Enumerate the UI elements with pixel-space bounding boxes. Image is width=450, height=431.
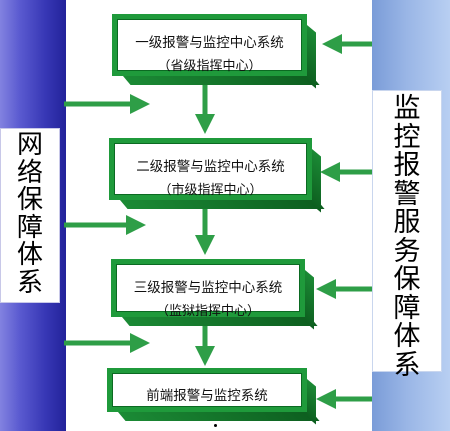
label-char: 务 (393, 235, 421, 267)
dot-mark (214, 424, 217, 427)
monitoring-alarm-service-label: 监 控 报 警 服 务 保 障 体 系 (372, 93, 442, 381)
label-char: 网 (16, 130, 43, 160)
label-char: 控 (393, 121, 421, 153)
label-char: 络 (16, 157, 43, 188)
front-end-title: 前端报警与监控系统 (146, 388, 268, 404)
level-3-title: 三级报警与监控中心系统 (133, 280, 283, 296)
level-1-title: 一级报警与监控中心系统 (135, 35, 284, 51)
level-3-subtitle: （监狱指挥中心） (155, 304, 260, 319)
front-end-box: 前端报警与监控系统 (107, 368, 307, 412)
level-2-box: 二级报警与监控中心系统 （市级指挥中心） (109, 138, 312, 200)
label-char: 警 (393, 178, 421, 210)
label-char: 障 (393, 292, 421, 324)
label-char: 保 (393, 264, 421, 295)
label-char: 体 (16, 240, 43, 270)
left-label-panel (0, 128, 60, 303)
label-char: 监 (393, 93, 421, 124)
label-char: 报 (393, 150, 421, 181)
network-security-system-label: 网 络 保 障 体 系 (0, 130, 60, 298)
label-char: 保 (16, 185, 43, 215)
label-char: 体 (393, 321, 421, 352)
label-char: 系 (393, 349, 421, 381)
level-1-subtitle: （省级指挥中心） (157, 59, 262, 74)
label-char: 障 (16, 212, 43, 243)
level-2-title: 二级报警与监控中心系统 (136, 159, 285, 175)
label-char: 服 (393, 207, 421, 238)
level-1-box: 一级报警与监控中心系统 （省级指挥中心） (112, 14, 307, 76)
label-char: 系 (16, 267, 43, 298)
level-2-subtitle: （市级指挥中心） (158, 183, 263, 198)
right-label-panel (372, 90, 442, 372)
level-3-box: 三级报警与监控中心系统 （监狱指挥中心） (111, 259, 305, 319)
